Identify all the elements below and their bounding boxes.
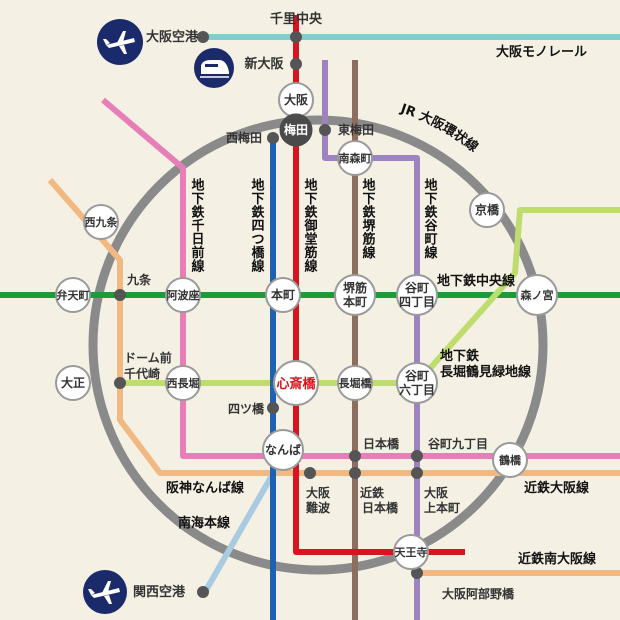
station-label-osaka-uehonmachi-2: 上本町	[424, 500, 460, 515]
station-label-nagahoribashi: 長堀橋	[339, 376, 373, 390]
station-sakaisuji-honmachi[interactable]	[334, 274, 376, 316]
station-tanimachi-4[interactable]	[396, 274, 438, 316]
station-label-minami-morimachi: 南森町	[339, 151, 372, 165]
station-dot[interactable]	[114, 289, 126, 301]
station-dot[interactable]	[290, 31, 302, 43]
station-umeda[interactable]	[279, 113, 313, 147]
station-shinsaibashi[interactable]	[273, 360, 319, 406]
station-label-osaka: 大阪	[284, 92, 309, 107]
station-dot[interactable]	[267, 132, 279, 144]
station-namba[interactable]	[262, 429, 304, 471]
midosuji-label: 地下鉄御堂筋線	[303, 178, 318, 275]
station-label-osaka-uehonmachi: 大阪	[424, 485, 449, 500]
station-label-kintetsu-nipponbashi: 近鉄	[360, 485, 384, 500]
loop-label: JR 大阪環状線	[398, 101, 482, 156]
station-honmachi[interactable]	[265, 277, 301, 313]
station-label-higashi-umeda: 東梅田	[338, 122, 374, 137]
station-dot[interactable]	[349, 467, 361, 479]
airplane-icon	[97, 19, 143, 65]
nagahori-label-1: 地下鉄	[440, 348, 479, 364]
station-label-kansai-airport: 関西空港	[133, 584, 186, 600]
station-taisho[interactable]	[55, 365, 91, 401]
yotsubashi-label: 地下鉄四つ橋線	[251, 178, 265, 275]
nagahori-label-2: 長堀鶴見緑地線	[440, 364, 532, 380]
station-label-tanimachi-6-2: 六丁目	[399, 382, 435, 397]
station-tanimachi-6[interactable]	[396, 362, 438, 404]
tanimachi-label: 地下鉄谷町線	[424, 178, 438, 262]
station-label-kintetsu-nipponbashi-2: 日本橋	[362, 500, 399, 515]
station-dot[interactable]	[411, 567, 423, 579]
monorail-label: 大阪モノレール	[496, 44, 587, 60]
station-label-sakaisuji-honmachi: 堺筋	[343, 280, 367, 295]
station-dot[interactable]	[349, 450, 361, 462]
kintetsu-label: 近鉄大阪線	[524, 480, 590, 496]
station-label-osaka-abenobashi: 大阪阿部野橋	[442, 586, 515, 601]
station-dot[interactable]	[267, 402, 279, 414]
loop-line	[88, 115, 548, 575]
station-label-itami-airport: 大阪空港	[146, 29, 199, 45]
station-dot[interactable]	[197, 586, 209, 598]
kintetsu-minami-label: 近鉄南大阪線	[518, 551, 597, 567]
station-nishinagahori[interactable]	[165, 365, 201, 401]
station-nishikujo[interactable]	[83, 204, 119, 240]
station-label-nishinagahori: 西長堀	[167, 376, 200, 390]
station-label-shinsaibashi: 心斎橋	[276, 376, 316, 392]
station-awaza[interactable]	[165, 277, 201, 313]
station-label-sakaisuji-honmachi-2: 本町	[343, 294, 367, 309]
station-label-senri: 千里中央	[270, 11, 323, 27]
station-label-nishikujo: 西九条	[85, 215, 119, 229]
station-label-nipponbashi: 日本橋	[363, 436, 400, 451]
station-label-kyobashi: 京橋	[475, 202, 500, 217]
sakaisuji-label: 地下鉄堺筋線	[361, 178, 376, 262]
station-kyobashi[interactable]	[469, 192, 505, 228]
airplane-icon	[83, 570, 127, 614]
station-label-tanimachi-4: 谷町	[405, 280, 429, 295]
station-bentencho[interactable]	[55, 277, 91, 313]
station-label-tanimachi-6: 谷町	[405, 368, 429, 383]
station-label-shin-osaka: 新大阪	[244, 56, 284, 72]
station-label-namba: なんば	[265, 442, 301, 457]
station-label-bentencho: 弁天町	[57, 288, 90, 302]
station-label-yotsubashi: 四ツ橋	[228, 401, 265, 416]
station-dot[interactable]	[197, 31, 209, 43]
station-dot[interactable]	[114, 377, 126, 389]
station-label-dome: ドーム前	[124, 350, 172, 365]
sennichimae-label: 地下鉄千日前線	[191, 178, 205, 275]
station-label-honmachi: 本町	[271, 287, 295, 302]
station-label-umeda: 梅田	[284, 122, 308, 137]
station-label-tennoji: 天王寺	[395, 545, 428, 559]
station-dot[interactable]	[411, 467, 423, 479]
chuo-label: 地下鉄中央線	[437, 273, 516, 289]
station-tennoji[interactable]	[393, 534, 429, 570]
station-minami-morimachi[interactable]	[337, 140, 373, 176]
hanshin-label: 阪神なんば線	[166, 480, 245, 496]
station-label-morinomiya: 森ノ宮	[521, 288, 554, 302]
station-label-osaka-namba-2: 難波	[306, 500, 331, 515]
station-label-tanimachi-4-2: 四丁目	[399, 295, 435, 309]
station-label-taisho: 大正	[61, 375, 85, 390]
station-dot[interactable]	[319, 124, 331, 136]
station-nagahoribashi[interactable]	[337, 365, 373, 401]
station-morinomiya[interactable]	[516, 274, 558, 316]
station-label-tsuruhashi: 鶴橋	[499, 453, 522, 467]
station-dot[interactable]	[290, 58, 302, 70]
nankai-line	[202, 463, 281, 594]
station-label-nishi-umeda: 西梅田	[226, 130, 262, 145]
station-label-osaka-namba: 大阪	[306, 485, 331, 500]
station-dot[interactable]	[411, 450, 423, 462]
nankai-label: 南海本線	[178, 515, 231, 531]
station-tsuruhashi[interactable]	[492, 442, 528, 478]
station-label-kujo: 九条	[126, 272, 152, 287]
shinkansen-icon	[194, 48, 234, 88]
station-label-awaza: 阿波座	[167, 288, 200, 302]
station-label-tanimachi-9: 谷町九丁目	[428, 436, 488, 451]
station-label-dome-2: 千代崎	[124, 366, 160, 381]
station-dot[interactable]	[304, 467, 316, 479]
